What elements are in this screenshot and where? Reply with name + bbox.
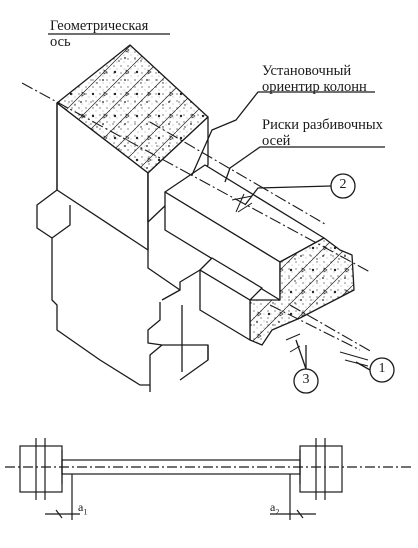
footing-top xyxy=(199,257,263,301)
label-axis-marks-2: осей xyxy=(262,133,291,149)
plan-right-column xyxy=(299,445,343,493)
label-axis-marks-1: Риски разбивочных xyxy=(262,117,383,133)
label-column-marker-2: ориентир колонн xyxy=(262,79,367,95)
callout-number-3: 3 xyxy=(302,372,310,387)
dimension-a1: a1 xyxy=(78,500,88,517)
secondary-axis-line xyxy=(149,121,259,186)
label-column-marker-1: Установочный xyxy=(262,63,352,79)
dimension-a2: a2 xyxy=(270,500,280,517)
callout-number-1: 1 xyxy=(378,361,386,376)
callout-number-2: 2 xyxy=(339,177,347,192)
label-geometric-axis-2: ось xyxy=(50,34,71,50)
leader-axis-marks xyxy=(224,146,385,183)
geometric-axis-line xyxy=(21,82,183,171)
label-geometric-axis-1: Геометрическая xyxy=(50,18,149,34)
plan-left-column xyxy=(19,445,63,493)
leader-column-marker xyxy=(191,91,375,176)
